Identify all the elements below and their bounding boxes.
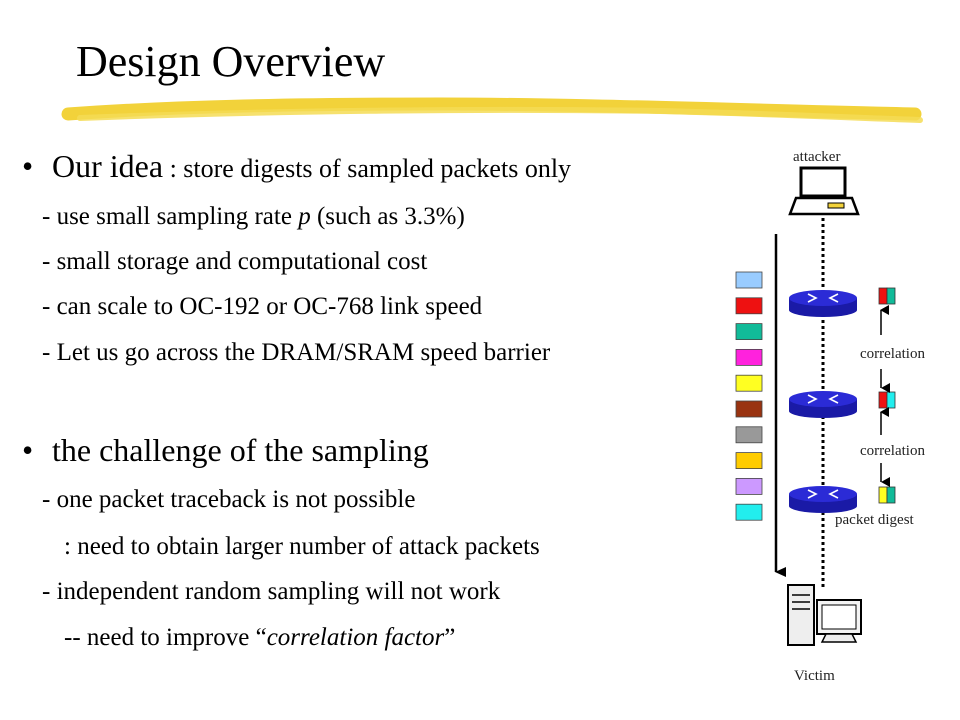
sub-item-text-end: ” <box>444 624 456 651</box>
highlighter-stroke-secondary <box>77 106 923 123</box>
sub-item-one-packet: - one packet traceback is not possible <box>42 486 416 513</box>
sub-item-speed-barrier: - Let us go across the DRAM/SRAM speed b… <box>42 339 551 366</box>
bullet-lead: Our idea <box>52 148 164 184</box>
bullet-dot: • <box>22 432 34 468</box>
digest-1-bit-1 <box>886 287 896 305</box>
packet-square-9 <box>735 503 763 521</box>
digest-2-bit-0 <box>878 391 888 409</box>
packet-digest-label: packet digest <box>835 512 915 528</box>
correlation-label-1: correlation <box>860 346 925 362</box>
attacker-label: attacker <box>793 149 840 165</box>
packet-square-4 <box>735 374 763 392</box>
router-icon-1 <box>789 290 857 317</box>
router-arrows <box>807 394 839 404</box>
sub-item-text: -- need to improve “ <box>64 624 267 651</box>
packet-square-7 <box>735 452 763 470</box>
slide-title: Design Overview <box>76 37 386 86</box>
bullet-rest: : store digests of sampled packets only <box>163 154 572 183</box>
packet-square-8 <box>735 477 763 495</box>
packet-square-1 <box>735 297 763 315</box>
highlighter-stroke-main <box>61 97 922 121</box>
attacker-computer-icon <box>788 166 860 216</box>
packet-square-0 <box>735 271 763 289</box>
packet-color-column <box>735 271 763 521</box>
router-top <box>789 290 857 306</box>
sub-item-scale: - can scale to OC-192 or OC-768 link spe… <box>42 293 483 320</box>
title-underline-stroke <box>61 97 923 123</box>
sub-item-italic: correlation factor <box>266 624 445 651</box>
digest-2-bit-1 <box>886 391 896 409</box>
router-top <box>789 391 857 407</box>
sub-item-italic: p <box>298 203 311 230</box>
victim-computer-icon <box>787 584 862 646</box>
router-top <box>789 486 857 502</box>
router-base <box>789 499 857 513</box>
sub-item-correlation-factor: -- need to improve “correlation factor” <box>64 623 455 653</box>
router-icon-2 <box>789 391 857 418</box>
digest-3-bit-0 <box>878 486 888 504</box>
sub-item-text: - use small sampling rate <box>42 203 299 230</box>
router-group <box>789 290 857 513</box>
victim-label: Victim <box>794 668 835 684</box>
bullet-text: the challenge of the sampling <box>52 432 429 468</box>
packet-square-2 <box>735 323 763 341</box>
bullet-dot: • <box>22 148 34 184</box>
packet-square-3 <box>735 348 763 366</box>
sub-item-storage-cost: - small storage and computational cost <box>42 248 428 275</box>
correlation-label-2: correlation <box>860 443 925 459</box>
sub-item-larger-number: : need to obtain larger number of attack… <box>64 533 540 560</box>
bullet-challenge: • the challenge of the sampling <box>22 432 429 468</box>
sub-item-independent-sampling: - independent random sampling will not w… <box>42 578 501 605</box>
router-arrows <box>807 293 839 303</box>
digest-3-bit-1 <box>886 486 896 504</box>
router-icon-3 <box>789 486 857 513</box>
sub-item-sampling-rate: - use small sampling rate p (such as 3.3… <box>42 202 465 232</box>
router-arrows <box>807 489 839 499</box>
packet-digest-group <box>878 287 896 504</box>
bullet-our-idea: • Our idea : store digests of sampled pac… <box>22 148 571 187</box>
sub-item-text-end: (such as 3.3%) <box>310 203 465 230</box>
router-base <box>789 303 857 317</box>
router-base <box>789 404 857 418</box>
packet-square-5 <box>735 400 763 418</box>
digest-1-bit-0 <box>878 287 888 305</box>
packet-square-6 <box>735 426 763 444</box>
